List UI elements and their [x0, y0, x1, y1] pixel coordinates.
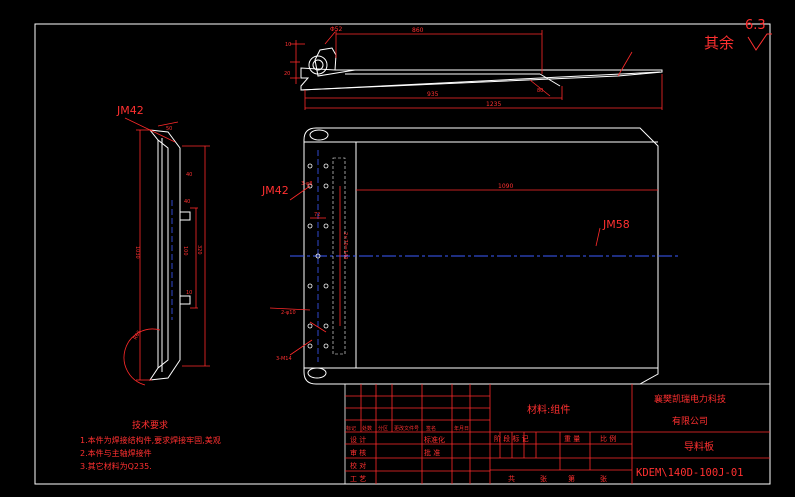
side-view-label: JM42 [116, 104, 144, 117]
tb-row-check: 校 对 [350, 461, 366, 470]
dim-1235: 1235 [486, 101, 501, 108]
notes-line-2: 2.本件与主轴焊接件 [80, 448, 152, 458]
tb-row-process: 工 艺 [350, 475, 366, 483]
dim-2x70: 2×70=140 [342, 232, 348, 259]
dim-72: 72 [314, 212, 320, 218]
tb-drawing-no: KDEM\140D-100J-01 [636, 467, 743, 479]
hole-pattern [307, 163, 329, 349]
tb-sheet-unit-2: 张 [600, 474, 607, 483]
top-view-outline [300, 47, 663, 91]
plan-hole-bottom [307, 367, 327, 379]
tb-company-1: 襄樊凯瑞电力科技 [654, 393, 726, 405]
tb-sig-standard: 标准化 [424, 435, 445, 444]
tb-row-design: 设 计 [350, 435, 366, 444]
dim-10: 10 [285, 42, 291, 48]
dim-40b: 40 [184, 199, 190, 205]
tb-header-mark: 标记 [346, 425, 356, 432]
dim-100: 100 [182, 246, 188, 256]
tb-header-sign: 签名 [426, 425, 436, 432]
plan-view: JM42 JM58 1090 72 2×70=140 3-φ8 2-φ10 3-… [261, 127, 680, 385]
tb-sig-approve: 批 准 [424, 448, 440, 457]
tb-sheet-unit-1: 张 [540, 474, 547, 483]
dim-1030: 1030 [134, 246, 140, 259]
side-view-outline [148, 129, 181, 381]
top-view: Φ52 860 10 20 935 1235 80 [284, 26, 663, 110]
dim-20: 20 [284, 71, 290, 77]
dim-phi52: Φ52 [330, 26, 343, 33]
tb-sheet-no: 第 [568, 474, 575, 483]
plan-view-outline [303, 127, 659, 385]
side-view: JM42 50 40 40 100 320 1030 10 R65 [116, 104, 210, 386]
dim-50: 50 [166, 126, 172, 132]
tb-header-date: 年月日 [454, 425, 469, 432]
roughness-value: 6.3 [745, 18, 766, 33]
tb-scale: 比 例 [600, 434, 616, 443]
roughness-check-icon [747, 33, 772, 51]
tech-notes: 技术要求 1.本件为焊接结构件,要求焊接牢固,美观 2.本件与主轴焊接件 3.其… [80, 419, 221, 471]
tb-sheet-total: 共 [508, 474, 515, 483]
plan-hole-top [309, 129, 329, 141]
dim-3-phi8: 3-φ8 [301, 181, 312, 187]
dim-10-side: 10 [186, 290, 192, 296]
plan-label-jm42: JM42 [261, 184, 289, 197]
tb-stage: 阶 段 标 记 [494, 434, 529, 443]
roughness-label: 其余 [704, 34, 734, 52]
tb-weight: 重 量 [564, 435, 580, 443]
dim-320: 320 [196, 245, 202, 255]
title-block-text: 材料:组件 襄樊凯瑞电力科技 有限公司 导料板 KDEM\140D-100J-0… [346, 393, 743, 483]
tb-material: 材料:组件 [527, 403, 570, 416]
plan-label-jm58: JM58 [602, 218, 630, 231]
tb-header-changeno: 更改文件号 [394, 425, 419, 432]
dim-860: 860 [412, 27, 424, 34]
title-block [344, 383, 771, 485]
dim-935: 935 [427, 91, 439, 98]
dim-1090: 1090 [498, 183, 513, 190]
tb-row-review: 审 核 [350, 448, 366, 457]
tb-part-name: 导料板 [684, 440, 714, 453]
tb-header-zone: 分区 [378, 425, 388, 432]
dim-40a: 40 [186, 172, 192, 178]
notes-line-1: 1.本件为焊接结构件,要求焊接牢固,美观 [80, 435, 221, 445]
dim-80: 80 [537, 88, 543, 94]
notes-line-3: 3.其它材料为Q235. [80, 461, 152, 471]
notes-title: 技术要求 [132, 419, 168, 431]
drawing-frame [34, 23, 771, 485]
dim-3-m14: 3-M14 [276, 356, 292, 362]
tb-header-count: 处数 [362, 425, 372, 432]
top-view-hole [308, 55, 328, 75]
dim-2-phi10: 2-φ10 [281, 310, 296, 316]
dim-r65: R65 [133, 329, 143, 341]
tb-company-2: 有限公司 [672, 415, 708, 427]
roughness-symbol: 其余 6.3 [704, 18, 772, 52]
